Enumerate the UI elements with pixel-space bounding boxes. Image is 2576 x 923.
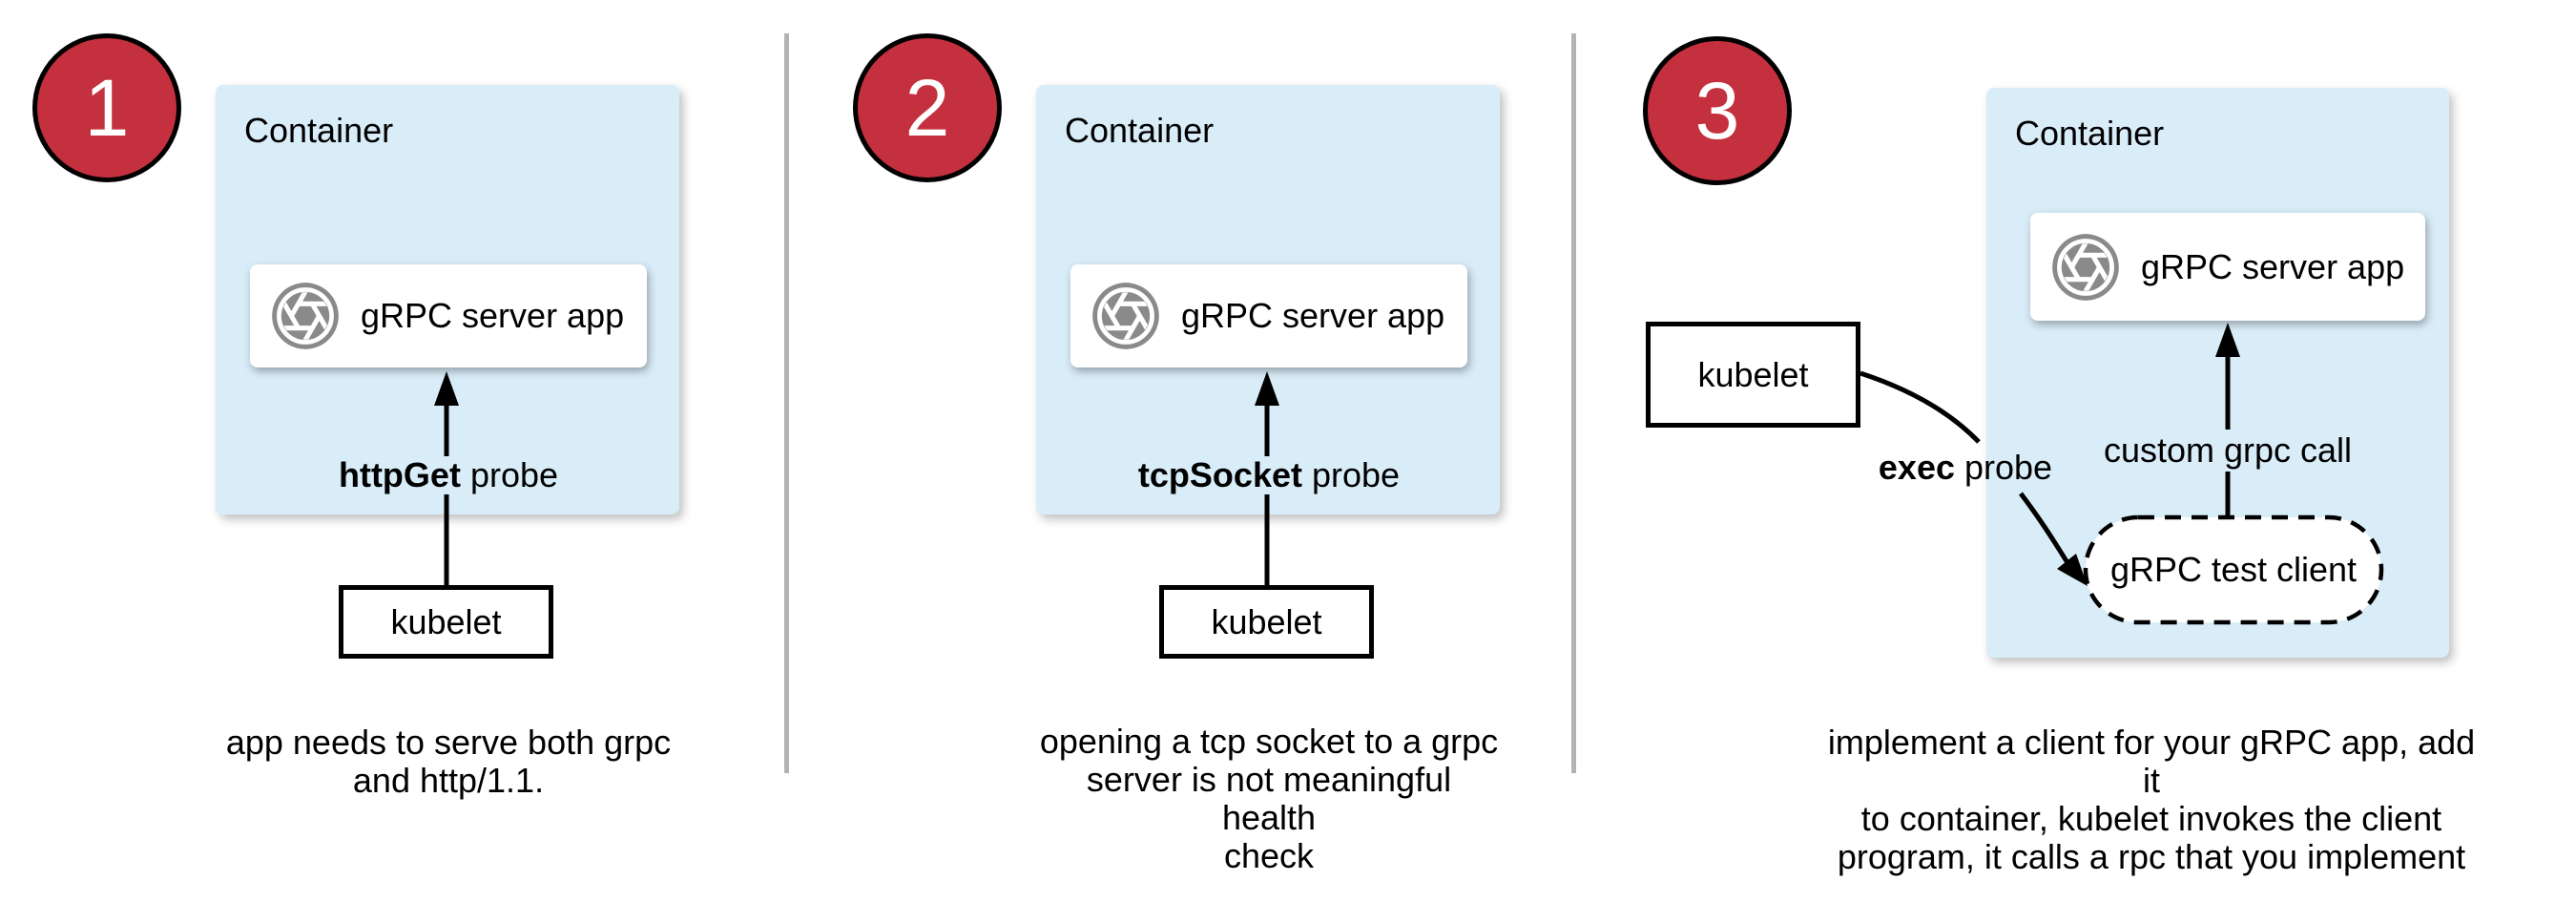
step-number: 2 [904,63,950,153]
panel-caption-1: app needs to serve both grpc and http/1.… [225,723,672,800]
container-label: Container [2015,114,2165,153]
panel-divider-2 [1571,33,1576,773]
app-label: gRPC server app [361,296,625,335]
probe-label-exec: exec probe [1851,449,2080,487]
aperture-icon [2049,231,2122,304]
step-badge-3: 3 [1643,36,1792,185]
app-label: gRPC server app [1181,296,1445,335]
panel-divider-1 [784,33,789,773]
container-label: Container [244,111,394,150]
grpc-server-app-box: gRPC server app [2030,213,2425,321]
custom-grpc-call-label: custom grpc call [2103,430,2353,470]
panel-caption-2: opening a tcp socket to a grpc server is… [1039,722,1499,875]
container-label: Container [1065,111,1215,150]
step-number: 3 [1694,66,1740,156]
grpc-server-app-box: gRPC server app [250,264,647,367]
step-badge-1: 1 [32,33,181,182]
probe-word: probe [1301,455,1401,494]
probe-label-tcpsocket: tcpSocket probe [1126,456,1412,494]
kubelet-box: kubelet [1646,322,1860,428]
step-badge-2: 2 [853,33,1002,182]
grpc-server-app-box: gRPC server app [1070,264,1467,367]
kubelet-box: kubelet [1159,585,1374,659]
aperture-icon [1090,280,1162,352]
step-number: 1 [84,63,130,153]
kubelet-box: kubelet [339,585,553,659]
panel-caption-3: implement a client for your gRPC app, ad… [1827,723,2476,876]
probe-label-httpget: httpGet probe [305,456,592,494]
probe-type: tcpSocket [1137,455,1302,494]
probe-type: httpGet [338,455,461,494]
app-label: gRPC server app [2141,246,2405,286]
probe-word: probe [460,455,559,494]
test-client-label: gRPC test client [2109,550,2358,589]
probe-type: exec [1878,448,1955,487]
arrow-curve-exec-upper [1859,370,1981,444]
probe-word: probe [1955,448,2053,487]
aperture-icon [269,280,342,352]
